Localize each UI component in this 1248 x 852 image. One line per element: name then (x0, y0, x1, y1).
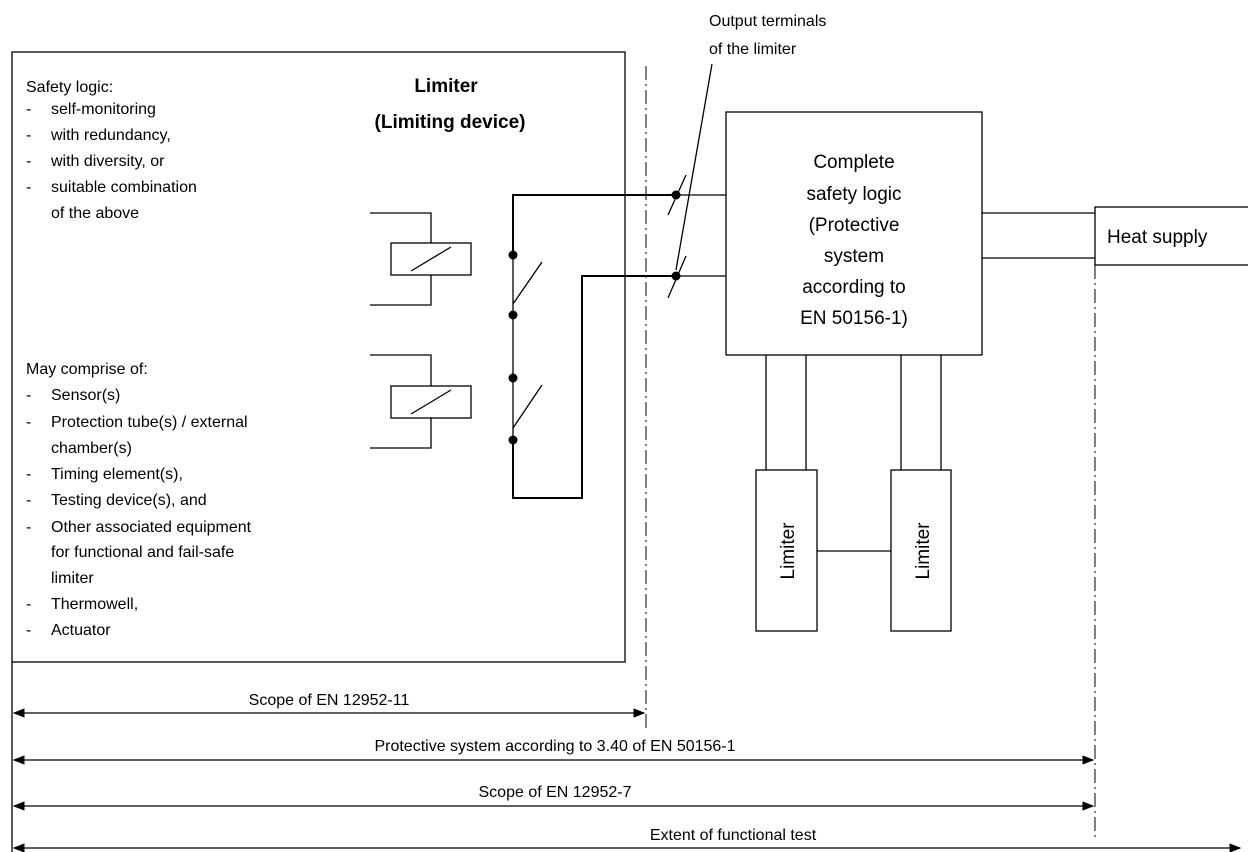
bullet-dash: - (26, 596, 31, 613)
comprise-item: Actuator (51, 622, 111, 639)
comprise-item: for functional and fail-safe (51, 544, 234, 561)
output-terminal-icon (667, 255, 687, 299)
limiter-box-right (890, 469, 952, 632)
output-terminals-label: of the limiter (709, 41, 797, 58)
output-terminals-leader (675, 63, 713, 271)
safety-logic-box-text: according to (802, 277, 906, 298)
relay-coil-icon (370, 212, 472, 306)
safety-logic-box (725, 111, 983, 356)
bullet-dash: - (26, 101, 31, 118)
bullet-dash: - (26, 466, 31, 483)
safety-logic-item: suitable combination (51, 179, 197, 196)
comprise-item: Protection tube(s) / external (51, 414, 248, 431)
limiter-label-right: Limiter (913, 522, 934, 580)
limiter-box-left (755, 469, 818, 632)
safety-logic-heading: Safety logic: (26, 79, 113, 96)
comprise-item: Other associated equipment (51, 519, 252, 536)
comprise-heading: May comprise of: (26, 361, 148, 378)
comprise-item: limiter (51, 570, 94, 587)
bullet-dash: - (26, 179, 31, 196)
output-wire-upper (512, 194, 676, 255)
comprise-item: Sensor(s) (51, 387, 120, 404)
safety-logic-item: with redundancy, (50, 127, 171, 144)
safety-logic-item: self-monitoring (51, 101, 156, 118)
safety-logic-box-text: EN 50156-1) (800, 308, 908, 329)
output-wire-lower (512, 275, 676, 499)
scope-label-protective-system: Protective system according to 3.40 of E… (374, 738, 735, 755)
heat-supply-box (1094, 206, 1248, 266)
comprise-item: chamber(s) (51, 440, 132, 457)
bullet-dash: - (26, 519, 31, 536)
safety-logic-box-text: system (824, 246, 884, 267)
bullet-dash: - (26, 414, 31, 431)
heat-supply-label: Heat supply (1107, 227, 1208, 248)
limiter-device-box (11, 51, 626, 663)
safety-logic-item: with diversity, or (50, 153, 165, 170)
comprise-item: Timing element(s), (51, 466, 183, 483)
comprise-item: Thermowell, (51, 596, 138, 613)
safety-logic-box-text: Complete (813, 152, 894, 173)
output-terminals-label: Output terminals (709, 13, 826, 30)
switch-contact-icon (508, 315, 543, 445)
safety-logic-box-text: (Protective (809, 215, 900, 236)
scope-label-en12952-7: Scope of EN 12952-7 (479, 784, 632, 801)
limiter-subtitle: (Limiting device) (375, 112, 526, 133)
bullet-dash: - (26, 127, 31, 144)
output-terminal-icon (667, 174, 687, 216)
safety-logic-item: of the above (51, 205, 139, 222)
scope-label-functional-test: Extent of functional test (650, 827, 817, 844)
bullet-dash: - (26, 492, 31, 509)
safety-logic-box-text: safety logic (806, 184, 901, 205)
scope-label-en12952-11: Scope of EN 12952-11 (249, 692, 410, 709)
bullet-dash: - (26, 622, 31, 639)
limiter-label-left: Limiter (778, 522, 799, 580)
comprise-item: Testing device(s), and (51, 492, 207, 509)
bullet-dash: - (26, 153, 31, 170)
bullet-dash: - (26, 387, 31, 404)
limiter-title: Limiter (414, 76, 478, 97)
relay-coil-icon (370, 354, 472, 449)
